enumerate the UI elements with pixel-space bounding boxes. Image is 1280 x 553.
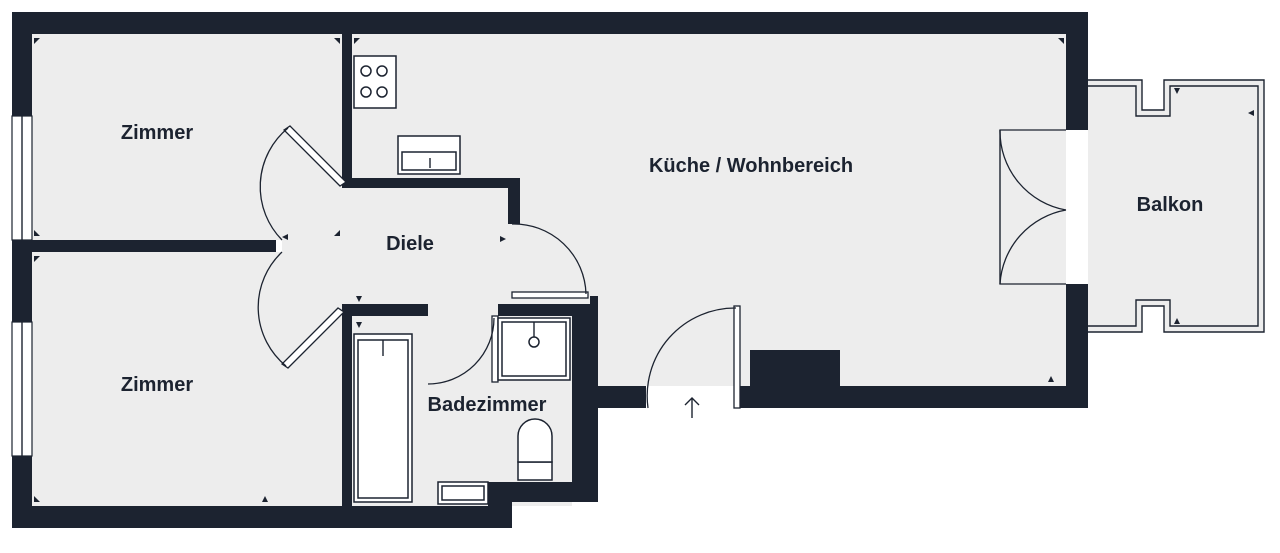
cooktop-icon <box>353 55 397 109</box>
door-entrance <box>733 305 741 409</box>
bathtub-icon <box>353 333 413 503</box>
label-kueche: Küche / Wohnbereich <box>649 155 853 177</box>
floor-balkon <box>1088 80 1264 332</box>
washbasin-icon <box>497 317 571 381</box>
room-labels: Zimmer Zimmer Diele Küche / Wohnbereich … <box>121 122 1203 416</box>
sink-icon <box>397 135 461 175</box>
door-zimmer-top <box>282 125 348 187</box>
door-badezimmer <box>491 315 499 383</box>
label-balkon: Balkon <box>1137 194 1204 216</box>
entrance-arrow-icon <box>684 397 700 418</box>
door-kueche <box>511 291 589 299</box>
balkon-railing <box>1088 79 1265 333</box>
walls <box>12 12 1088 528</box>
dimension-ticks <box>34 38 1254 502</box>
label-zimmer-bottom: Zimmer <box>121 374 193 396</box>
doors <box>257 125 1067 409</box>
label-zimmer-top: Zimmer <box>121 122 193 144</box>
label-badezimmer: Badezimmer <box>428 394 547 416</box>
label-diele: Diele <box>386 233 434 255</box>
floor-kueche-lower <box>590 224 740 386</box>
toilet-icon <box>517 418 553 481</box>
door-zimmer-bottom <box>280 307 346 369</box>
fixtures <box>353 55 700 505</box>
